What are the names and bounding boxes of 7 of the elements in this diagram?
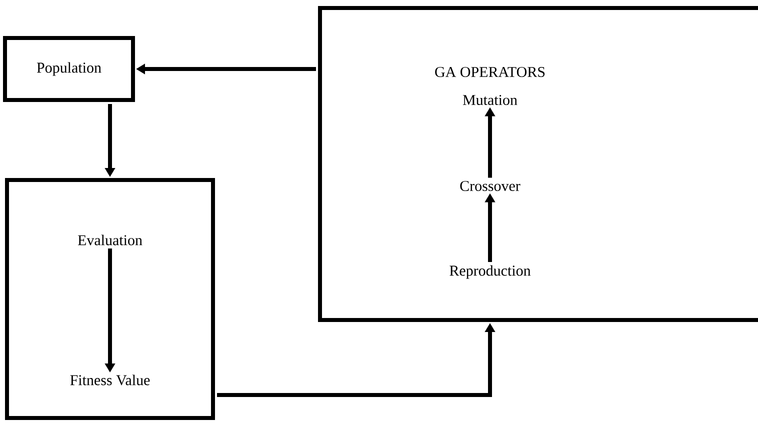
node-label: Fitness Value — [70, 374, 150, 386]
process-box: Population — [3, 36, 135, 102]
node-label: Reproduction — [450, 265, 531, 279]
process-box — [5, 178, 215, 420]
node-label: Crossover — [460, 180, 520, 192]
node-label: Evaluation — [78, 234, 142, 246]
node-label: Mutation — [462, 94, 518, 106]
